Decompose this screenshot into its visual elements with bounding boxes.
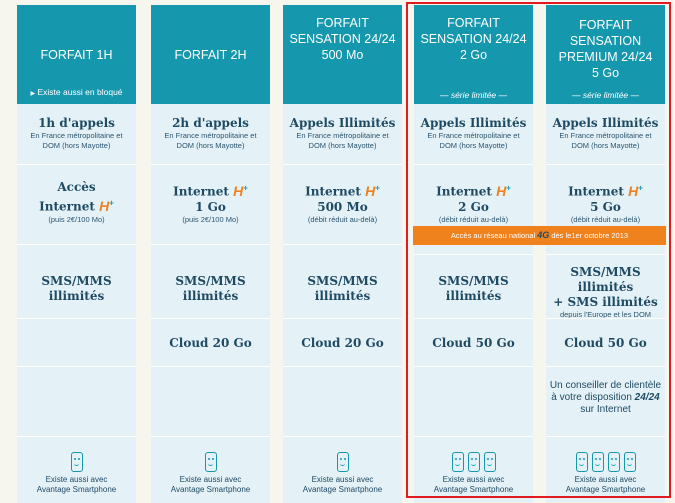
advisor-cell: Un conseiller de clientèle à votre dispo… (549, 380, 662, 415)
smartphone-icon (467, 452, 480, 472)
plan-title: FORFAIT 2H (174, 47, 247, 62)
h-plus-logo: H+ (496, 182, 511, 199)
smartphone-cell[interactable]: Existe aussi avec Avantage Smartphone (546, 452, 665, 495)
h-plus-logo: H+ (365, 182, 380, 199)
data-cell: Internet H+ 1 Go (puis 2€/100 Mo) (173, 182, 248, 224)
sms-cell: SMS/MMS illimités (307, 274, 378, 303)
plan-column-sensation-500mo: FORFAIT SENSATION 24/24 500 Mo Appels Il… (283, 5, 402, 503)
4g-logo-icon: 4G (537, 230, 550, 240)
sms-cell: SMS/MMS illimités + SMS illimités depuis… (553, 265, 658, 319)
plan-column-2h: FORFAIT 2H 2h d'appels En France métropo… (151, 5, 270, 503)
plan-column-1h: FORFAIT 1H ▶ Existe aussi en bloqué 1h d… (17, 5, 136, 503)
data-cell: Internet H+ 5 Go (débit réduit au-delà) (568, 182, 643, 224)
smartphone-cell[interactable]: Existe aussi avec Avantage Smartphone (414, 452, 533, 495)
serie-limitee-label: — série limitée — (439, 90, 508, 100)
h-plus-logo: H+ (99, 197, 114, 214)
smartphone-icon (70, 452, 83, 472)
bloque-note[interactable]: ▶ Existe aussi en bloqué (30, 87, 123, 97)
plan-title: FORFAIT SENSATION 24/24 500 Mo (289, 16, 396, 62)
plan-header[interactable]: FORFAIT 2H (151, 5, 270, 104)
smartphone-icon (204, 452, 217, 472)
calls-cell: 2h d'appels En France métropolitaine et … (164, 116, 257, 150)
h-plus-logo: H+ (628, 182, 643, 199)
sms-cell: SMS/MMS illimités (175, 274, 246, 303)
plan-header[interactable]: FORFAIT SENSATION PREMIUM 24/24 5 Go — s… (546, 5, 665, 104)
smartphone-icon (483, 452, 496, 472)
plan-title: FORFAIT SENSATION PREMIUM 24/24 5 Go (558, 18, 653, 80)
calls-cell: Appels Illimités En France métropolitain… (289, 116, 396, 150)
cloud-cell: Cloud 20 Go (169, 336, 252, 350)
4g-network-banner: Accès au réseau national 4G dès le1er oc… (413, 226, 666, 245)
plan-header[interactable]: FORFAIT SENSATION 24/24 2 Go — série lim… (414, 5, 533, 104)
smartphone-icon (623, 452, 636, 472)
smartphone-icon (336, 452, 349, 472)
cloud-cell: Cloud 20 Go (301, 336, 384, 350)
highlight-frame (406, 2, 671, 498)
sms-cell: SMS/MMS illimités (41, 274, 112, 303)
data-cell: Accès Internet H+ (puis 2€/100 Mo) (39, 180, 114, 224)
serie-limitee-label: — série limitée — (571, 90, 640, 100)
data-cell: Internet H+ 2 Go (débit réduit au-delà) (436, 182, 511, 224)
smartphone-cell[interactable]: Existe aussi avec Avantage Smartphone (151, 452, 270, 495)
plan-header[interactable]: FORFAIT SENSATION 24/24 500 Mo (283, 5, 402, 104)
calls-cell: Appels Illimités En France métropolitain… (420, 116, 527, 150)
smartphone-cell[interactable]: Existe aussi avec Avantage Smartphone (17, 452, 136, 495)
cloud-cell: Cloud 50 Go (564, 336, 647, 350)
calls-cell: 1h d'appels En France métropolitaine et … (30, 116, 123, 150)
h-plus-logo: H+ (233, 182, 248, 199)
plan-header[interactable]: FORFAIT 1H ▶ Existe aussi en bloqué (17, 5, 136, 104)
plan-column-sensation-2go: FORFAIT SENSATION 24/24 2 Go — série lim… (414, 5, 533, 503)
calls-cell: Appels Illimités En France métropolitain… (552, 116, 659, 150)
smartphone-icon (607, 452, 620, 472)
cloud-cell: Cloud 50 Go (432, 336, 515, 350)
arrow-right-icon: ▶ (30, 91, 36, 97)
plan-title: FORFAIT 1H (40, 47, 113, 62)
plan-title: FORFAIT SENSATION 24/24 2 Go (420, 16, 527, 62)
smartphone-icon (451, 452, 464, 472)
smartphone-icon (591, 452, 604, 472)
smartphone-icon (575, 452, 588, 472)
data-cell: Internet H+ 500 Mo (débit réduit au-delà… (305, 182, 380, 224)
smartphone-cell[interactable]: Existe aussi avec Avantage Smartphone (283, 452, 402, 495)
sms-cell: SMS/MMS illimités (438, 274, 509, 303)
plan-column-sensation-premium-5go: FORFAIT SENSATION PREMIUM 24/24 5 Go — s… (546, 5, 665, 503)
